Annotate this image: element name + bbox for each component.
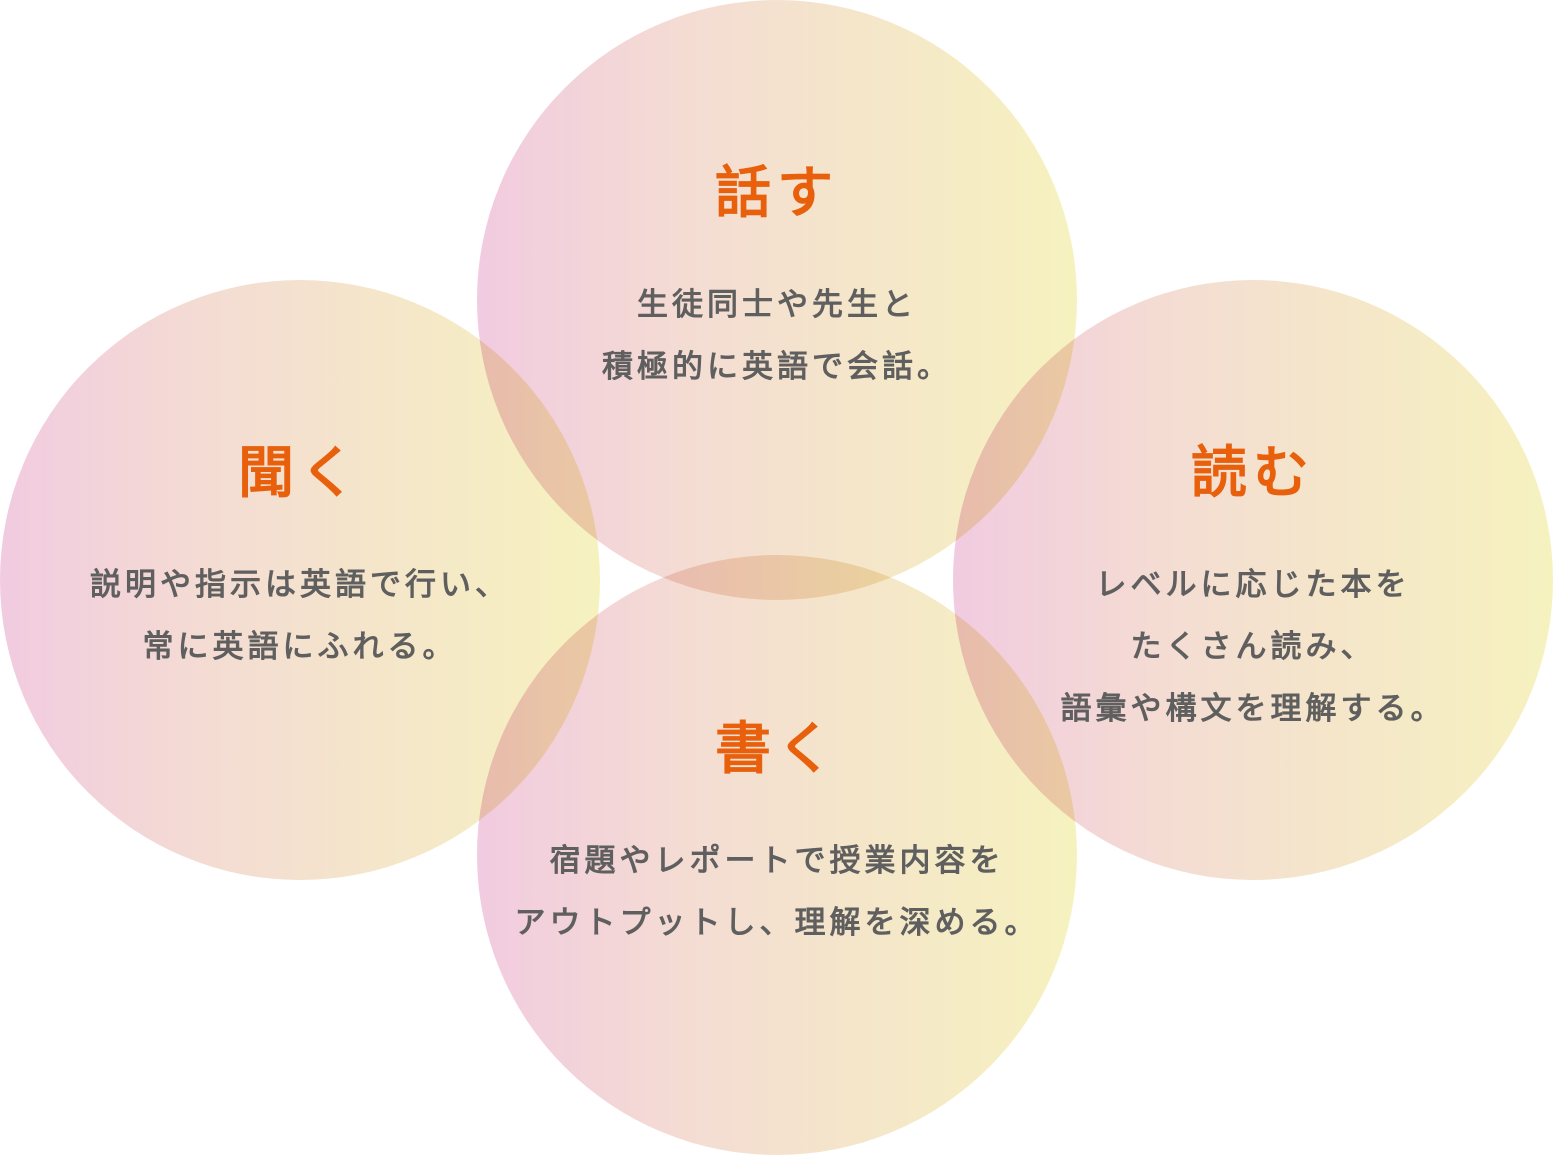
read-description: レベルに応じた本を たくさん読み、 語彙や構文を理解する。 (953, 554, 1553, 740)
write-description-line: アウトプットし、理解を深める。 (514, 905, 1040, 941)
write-title: 書く (715, 717, 839, 782)
read-title: 読む (1191, 441, 1315, 506)
speak-title: 話す (715, 161, 839, 226)
speak-description-line: 積極的に英語で会話。 (602, 349, 952, 385)
read-description-line: たくさん読み、 (1130, 629, 1376, 665)
speak-description-line: 生徒同士や先生と (637, 287, 917, 323)
read-description-line: 語彙や構文を理解する。 (1060, 691, 1446, 727)
listen-description: 説明や指示は英語で行い、 常に英語にふれる。 (0, 554, 600, 678)
write-description-line: 宿題やレポートで授業内容を (549, 843, 1005, 879)
listen-description-line: 常に英語にふれる。 (142, 629, 458, 665)
write-description: 宿題やレポートで授業内容を アウトプットし、理解を深める。 (477, 830, 1077, 954)
read-description-line: レベルに応じた本を (1095, 567, 1411, 603)
listen-title: 聞く (238, 441, 362, 506)
speak-description: 生徒同士や先生と 積極的に英語で会話。 (477, 274, 1077, 398)
read-label-group: 読む レベルに応じた本を たくさん読み、 語彙や構文を理解する。 (953, 446, 1553, 740)
write-label-group: 書く 宿題やレポートで授業内容を アウトプットし、理解を深める。 (477, 722, 1077, 954)
listen-description-line: 説明や指示は英語で行い、 (90, 567, 510, 603)
speak-label-group: 話す 生徒同士や先生と 積極的に英語で会話。 (477, 166, 1077, 398)
circle-write (477, 555, 1077, 1155)
listen-label-group: 聞く 説明や指示は英語で行い、 常に英語にふれる。 (0, 446, 600, 678)
